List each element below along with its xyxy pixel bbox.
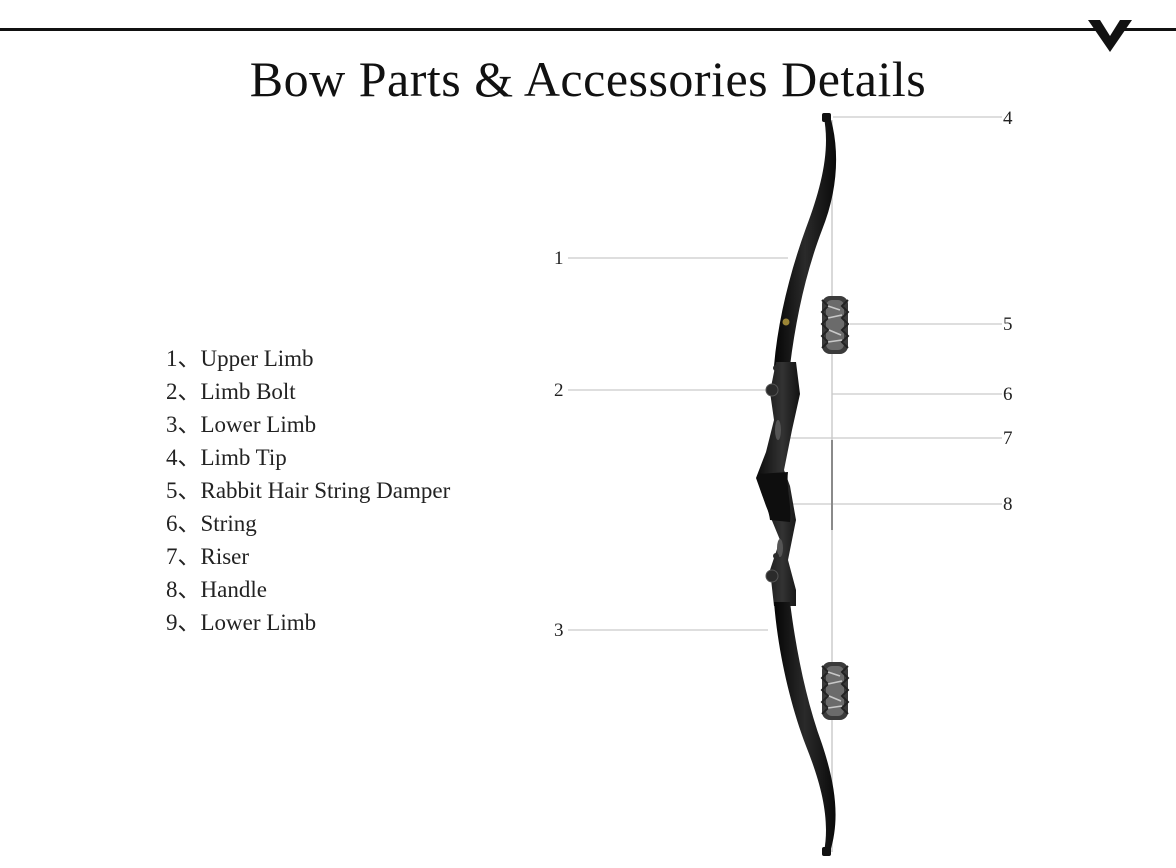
callout-number-1: 1 <box>554 248 564 269</box>
lower-limb-tip <box>822 847 831 856</box>
upper-limb-tip <box>822 113 831 122</box>
string-damper-upper <box>822 296 848 354</box>
callout-number-7: 7 <box>1003 428 1013 449</box>
callout-number-2: 2 <box>554 380 564 401</box>
lower-limb <box>774 602 836 852</box>
callout-number-8: 8 <box>1003 494 1013 515</box>
callout-number-6: 6 <box>1003 384 1013 405</box>
riser-cutout-upper <box>775 420 781 440</box>
string-damper-lower <box>822 662 848 720</box>
limb-bolt-upper-small <box>773 365 779 371</box>
callout-number-4: 4 <box>1003 108 1013 129</box>
callout-number-5: 5 <box>1003 314 1013 335</box>
limb-bolt-lower <box>766 570 778 582</box>
limb-bolt-upper <box>766 384 778 396</box>
callout-number-3: 3 <box>554 620 564 641</box>
limb-logo <box>783 319 790 326</box>
limb-bolt-lower-small <box>773 553 779 559</box>
